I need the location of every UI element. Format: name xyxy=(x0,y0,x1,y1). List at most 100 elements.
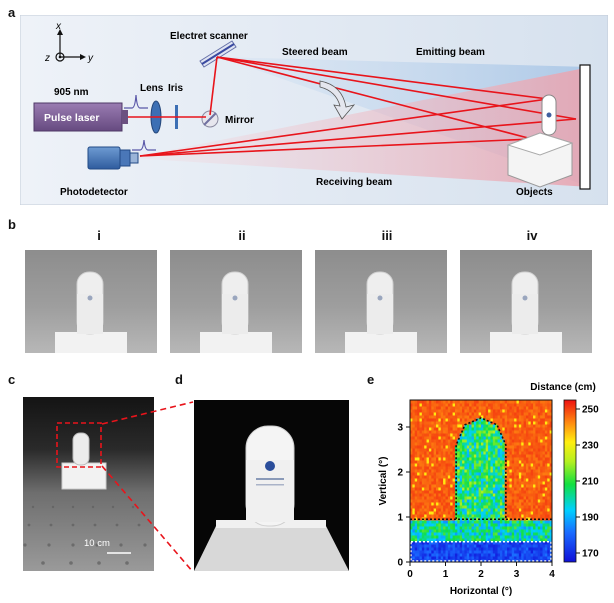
heatmap-cell xyxy=(502,463,506,467)
heatmap-cell xyxy=(499,544,503,548)
heatmap-cell xyxy=(542,547,546,551)
heatmap-cell xyxy=(419,475,423,479)
heatmap-cell xyxy=(410,418,413,422)
heatmap-cell xyxy=(414,463,418,467)
heatmap-cell xyxy=(511,547,515,551)
heatmap-cell xyxy=(502,514,506,518)
heatmap-cell xyxy=(464,403,468,407)
heatmap-cell xyxy=(447,409,451,413)
heatmap-cell xyxy=(443,556,446,560)
heatmap-cell xyxy=(542,502,546,506)
heatmap-cell xyxy=(504,418,508,422)
heatmap-cell xyxy=(447,439,451,443)
heatmap-cell xyxy=(459,511,463,515)
heatmap-cell xyxy=(459,409,463,413)
heatmap-cell xyxy=(438,496,442,500)
heatmap-cell xyxy=(473,508,477,512)
heatmap-cell xyxy=(414,496,418,500)
heatmap-cell xyxy=(511,421,515,425)
heatmap-cell xyxy=(504,520,508,524)
heatmap-cell xyxy=(485,436,489,440)
heatmap-cell xyxy=(454,520,458,524)
heatmap-cell xyxy=(424,529,428,533)
heatmap-cell xyxy=(471,499,475,503)
heatmap-cell xyxy=(424,547,428,551)
heatmap-cell xyxy=(452,439,456,443)
x-tick-label: 4 xyxy=(549,569,555,580)
heatmap-cell xyxy=(514,442,517,446)
heatmap-cell xyxy=(542,427,546,431)
heatmap-cell xyxy=(521,547,525,551)
heatmap-cell xyxy=(507,541,510,545)
heatmap-cell xyxy=(516,475,520,479)
heatmap-cell xyxy=(414,412,418,416)
heatmap-cell xyxy=(523,526,527,530)
heatmap-cell xyxy=(450,538,454,542)
heatmap-cell xyxy=(457,511,461,515)
heatmap-cell xyxy=(473,541,477,545)
heatmap-cell xyxy=(549,559,552,562)
heatmap-cell xyxy=(530,517,534,521)
heatmap-cell xyxy=(547,487,551,491)
heatmap-cell xyxy=(424,427,428,431)
heatmap-cell xyxy=(469,418,473,422)
heatmap-cell xyxy=(530,412,534,416)
heatmap-cell xyxy=(525,487,529,491)
heatmap-cell xyxy=(497,412,501,416)
heatmap-cell xyxy=(452,505,456,509)
heatmap-cell xyxy=(490,466,494,470)
heatmap-cell xyxy=(502,466,506,470)
heatmap-cell xyxy=(544,445,548,449)
heatmap-cell xyxy=(424,544,428,548)
heatmap-cell xyxy=(473,454,477,458)
heatmap-cell xyxy=(431,445,435,449)
heatmap-cell xyxy=(433,553,437,557)
heatmap-cell xyxy=(454,454,458,458)
heatmap-cell xyxy=(466,535,470,539)
heatmap-cell xyxy=(516,523,520,527)
heatmap-cell xyxy=(502,400,506,404)
heatmap-cell xyxy=(419,511,423,515)
heatmap-cell xyxy=(421,496,425,500)
heatmap-cell xyxy=(509,490,513,494)
heatmap-cell xyxy=(426,424,430,428)
heatmap-cell xyxy=(537,427,541,431)
heatmap-cell xyxy=(464,457,468,461)
heatmap-cell xyxy=(490,541,494,545)
heatmap-cell xyxy=(518,430,522,434)
heatmap-cell xyxy=(495,508,499,512)
heatmap-cell xyxy=(464,490,468,494)
heatmap-cell xyxy=(410,460,413,464)
heatmap-cell xyxy=(537,553,541,557)
heatmap-cell xyxy=(447,478,451,482)
heatmap-cell xyxy=(514,466,517,470)
heatmap-cell xyxy=(528,463,532,467)
heatmap-cell xyxy=(488,466,491,470)
heatmap-cell xyxy=(457,412,461,416)
heatmap-cell xyxy=(533,484,536,488)
heatmap-cell xyxy=(507,535,510,539)
heatmap-cell xyxy=(525,427,529,431)
heatmap-cell xyxy=(473,457,477,461)
heatmap-cell xyxy=(473,460,477,464)
heatmap-cell xyxy=(502,445,506,449)
heatmap-cell xyxy=(481,550,484,554)
heatmap-cell xyxy=(443,496,446,500)
heatmap-cell xyxy=(410,406,413,410)
heatmap-cell xyxy=(431,475,435,479)
heatmap-cell xyxy=(457,403,461,407)
heatmap-cell xyxy=(547,517,551,521)
heatmap-cell xyxy=(514,478,517,482)
heatmap-cell xyxy=(421,418,425,422)
heatmap-cell xyxy=(462,457,465,461)
heatmap-cell xyxy=(537,430,541,434)
heatmap-cell xyxy=(466,517,470,521)
heatmap-cell xyxy=(473,406,477,410)
photo-iii xyxy=(315,250,447,353)
heatmap-cell xyxy=(533,403,536,407)
heatmap-cell xyxy=(445,481,449,485)
heatmap-cell xyxy=(495,454,499,458)
heatmap-cell xyxy=(537,409,541,413)
heatmap-cell xyxy=(421,481,425,485)
